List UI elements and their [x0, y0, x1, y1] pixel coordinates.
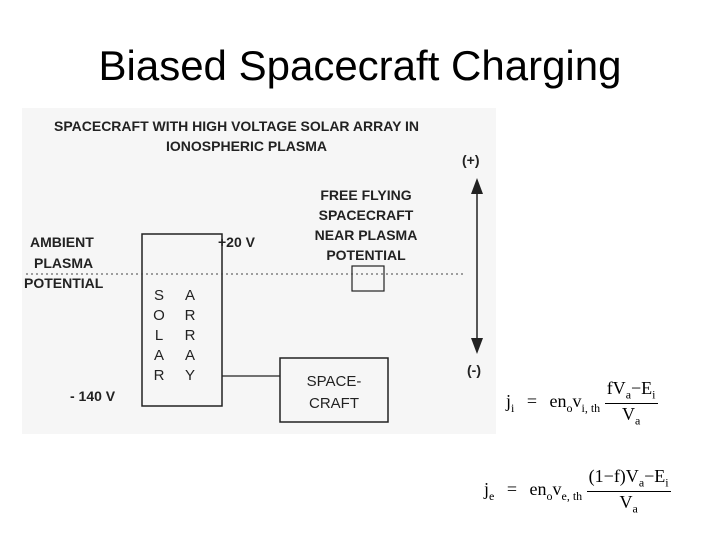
je-fraction: (1−f)Va−Ei Va [586, 466, 671, 516]
je-lhs: j [484, 479, 490, 500]
solar-letter: O [153, 307, 165, 324]
array-letter: Y [184, 367, 195, 384]
ji-equals: = [526, 391, 538, 412]
plus-20v-label: +20 V [218, 234, 255, 250]
je-mid-sub1: o [546, 488, 553, 503]
caption-line2: IONOSPHERIC PLASMA [166, 138, 328, 154]
array-letter: R [184, 327, 196, 344]
solar-letter: S [153, 287, 164, 304]
array-letter: A [184, 287, 195, 304]
je-mid-sub2: e, th [561, 488, 583, 503]
ambient-label-3: POTENTIAL [24, 275, 104, 291]
solar-letter: L [154, 327, 164, 344]
array-letter: R [184, 307, 196, 324]
je-equals: = [506, 479, 517, 500]
ji-mid-v: v [572, 391, 582, 412]
ji-mid-sub1: o [566, 400, 573, 415]
je-lhs-sub: e [489, 488, 495, 503]
je-mid: en [529, 479, 547, 500]
ji-denominator: Va [621, 403, 641, 428]
equation-je: je = enove, th (1−f)Va−Ei Va [484, 466, 671, 516]
arrow-down-head [471, 338, 483, 354]
ji-fraction: fVa−Ei Va [604, 378, 658, 428]
slide-title: Biased Spacecraft Charging [98, 42, 622, 89]
free-flying-label-4: POTENTIAL [326, 247, 406, 263]
je-mid-v: v [552, 479, 562, 500]
spacecraft-box [279, 357, 389, 423]
solar-array-box [141, 233, 223, 407]
ji-numerator: fVa−Ei [604, 378, 658, 404]
free-flying-label-1: FREE FLYING [320, 187, 412, 203]
ji-lhs: j [506, 391, 512, 412]
solar-letter: A [153, 347, 164, 364]
free-flying-label-2: SPACECRAFT [318, 207, 414, 223]
minus-sign-label: (-) [467, 362, 481, 378]
ji-mid-sub2: i, th [581, 400, 601, 415]
free-flying-label-3: NEAR PLASMA [314, 227, 418, 243]
caption-line1: SPACECRAFT WITH HIGH VOLTAGE SOLAR ARRAY… [54, 118, 420, 134]
arrow-up-head [471, 178, 483, 194]
ji-lhs-sub: i [511, 400, 515, 415]
je-numerator: (1−f)Va−Ei [586, 466, 671, 492]
array-letter: A [184, 347, 195, 364]
je-denominator: Va [619, 491, 638, 516]
plus-sign-label: (+) [462, 152, 480, 168]
diagram-background [22, 108, 496, 434]
spacecraft-label-1: SPACE- [306, 373, 362, 390]
equation-ji: ji = enovi, th fVa−Ei Va [506, 378, 658, 428]
ambient-label-1: AMBIENT [30, 234, 94, 250]
spacecraft-label-2: CRAFT [309, 395, 359, 412]
ambient-label-2: PLASMA [34, 255, 94, 271]
free-flying-box [351, 265, 385, 292]
solar-letter: R [153, 367, 165, 384]
ji-mid: en [549, 391, 567, 412]
minus-140v-label: - 140 V [70, 388, 116, 404]
diagram-lines [26, 178, 483, 423]
